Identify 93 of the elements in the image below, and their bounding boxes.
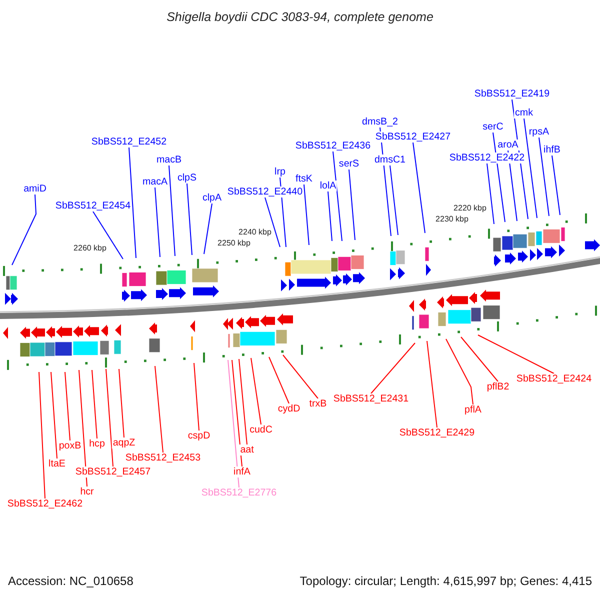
scale-label: 2250 kbp: [218, 238, 250, 248]
gene-label: ftsK: [294, 174, 314, 184]
leader-line: [64, 372, 70, 441]
gene-label: SbBS512_E2454: [54, 200, 132, 212]
gene-label: SbBS512_E2462: [6, 498, 84, 510]
leader-line: [268, 356, 290, 404]
gene-label: aroA: [496, 140, 520, 150]
leader-line: [552, 155, 560, 216]
leader-line: [118, 368, 124, 438]
gene-label: pflB2: [486, 382, 510, 392]
gene-label: ihfB: [542, 144, 562, 156]
leader-line: [492, 132, 506, 222]
gene-label: SbBS512_E2452: [90, 136, 168, 148]
leader-line: [186, 183, 192, 256]
gene-label: hcr: [79, 486, 95, 498]
gene-label: SbBS512_E2419: [473, 88, 551, 100]
gene-label: SbBS512_E2431: [332, 394, 410, 404]
scale-label: 2220 kbp: [454, 204, 486, 212]
gene-label: hcp: [88, 438, 106, 450]
leader-line: [390, 165, 398, 236]
gene-label: SbBS512_E2422: [448, 152, 526, 164]
diagram-title: Shigella boydii CDC 3083-94, complete genome: [166, 10, 434, 24]
leader-line: [446, 338, 474, 405]
leader-line: [508, 150, 518, 222]
gene-label: clpA: [201, 192, 223, 204]
gene-label: cudC: [248, 424, 274, 436]
leader-line: [12, 194, 36, 266]
leader-line: [92, 370, 98, 439]
gene-label: clpS: [176, 172, 198, 184]
scale-label: 2240 kbp: [238, 228, 272, 236]
gene-label: SbBS512_E2429: [398, 428, 476, 438]
gene-label: cspD: [186, 430, 212, 442]
leader-line: [194, 362, 200, 431]
leader-line: [282, 354, 318, 399]
gene-label: cydD: [276, 404, 302, 414]
footer-text: Topology: circular; Length: 4,615,997 bp; Genes: 4,415: [300, 574, 592, 588]
gene-label: amiD: [22, 184, 48, 194]
leader-line: [128, 147, 136, 258]
leader-line: [238, 358, 248, 445]
gene-label: poxB: [58, 440, 82, 452]
scale-label: 2230 kbp: [436, 214, 468, 224]
gene-label: SbBS512_E2440: [226, 186, 304, 198]
gene-label: ltaE: [48, 458, 66, 470]
leader-line: [154, 366, 164, 453]
gene-label: SbBS512_E2424: [515, 374, 593, 384]
leader-line: [370, 342, 416, 394]
scale-label: 2260 kbp: [74, 244, 106, 252]
leader-line: [106, 368, 114, 467]
leader-line: [264, 197, 280, 248]
leader-line: [204, 203, 212, 254]
leader-line: [78, 370, 88, 487]
leader-line: [38, 372, 46, 499]
gene-label: infA: [232, 466, 252, 478]
leader-line: [232, 360, 242, 467]
gene-label: trxB: [308, 398, 328, 410]
leader-line: [228, 360, 240, 488]
leader-line: [280, 177, 286, 248]
gene-label: dmsC1: [373, 154, 407, 166]
gene-label: lolA: [318, 180, 338, 192]
gene-label: SbBS512_E2436: [294, 140, 372, 152]
leader-line: [348, 169, 356, 240]
leader-line: [460, 336, 498, 382]
footer-text: Accession: NC_010658: [8, 574, 134, 588]
gene-label: dmsB_2: [361, 116, 399, 128]
leader-line: [524, 118, 538, 218]
gene-label: cmk: [514, 108, 534, 118]
gene-label: rpsA: [528, 126, 550, 138]
leader-line: [304, 184, 310, 246]
gene-label: serC: [482, 122, 504, 132]
leader-line: [478, 334, 554, 374]
gene-label: macA: [141, 176, 169, 188]
gene-label: lrp: [274, 166, 286, 178]
gene-label: aat: [239, 444, 255, 456]
leader-line: [512, 99, 528, 220]
leader-line: [426, 340, 438, 428]
gene-label: SbBS512_E2776: [200, 488, 278, 498]
leader-line: [92, 211, 124, 260]
leader-line: [168, 165, 176, 256]
gene-label: pflA: [464, 404, 482, 416]
leader-line: [412, 142, 426, 234]
gene-label: serS: [338, 158, 360, 170]
gene-label: aqpZ: [112, 438, 136, 448]
leader-line: [50, 372, 58, 459]
gene-label: SbBS512_E2457: [74, 466, 152, 478]
gene-label: SbBS512_E2453: [124, 452, 202, 464]
leader-line: [328, 191, 332, 242]
leader-line: [250, 358, 262, 425]
leader-line: [486, 163, 494, 224]
leader-line: [538, 137, 550, 216]
gene-label: macB: [155, 154, 183, 166]
leader-line: [332, 151, 342, 242]
leader-line: [154, 187, 160, 258]
gene-label: SbBS512_E2427: [374, 132, 452, 142]
